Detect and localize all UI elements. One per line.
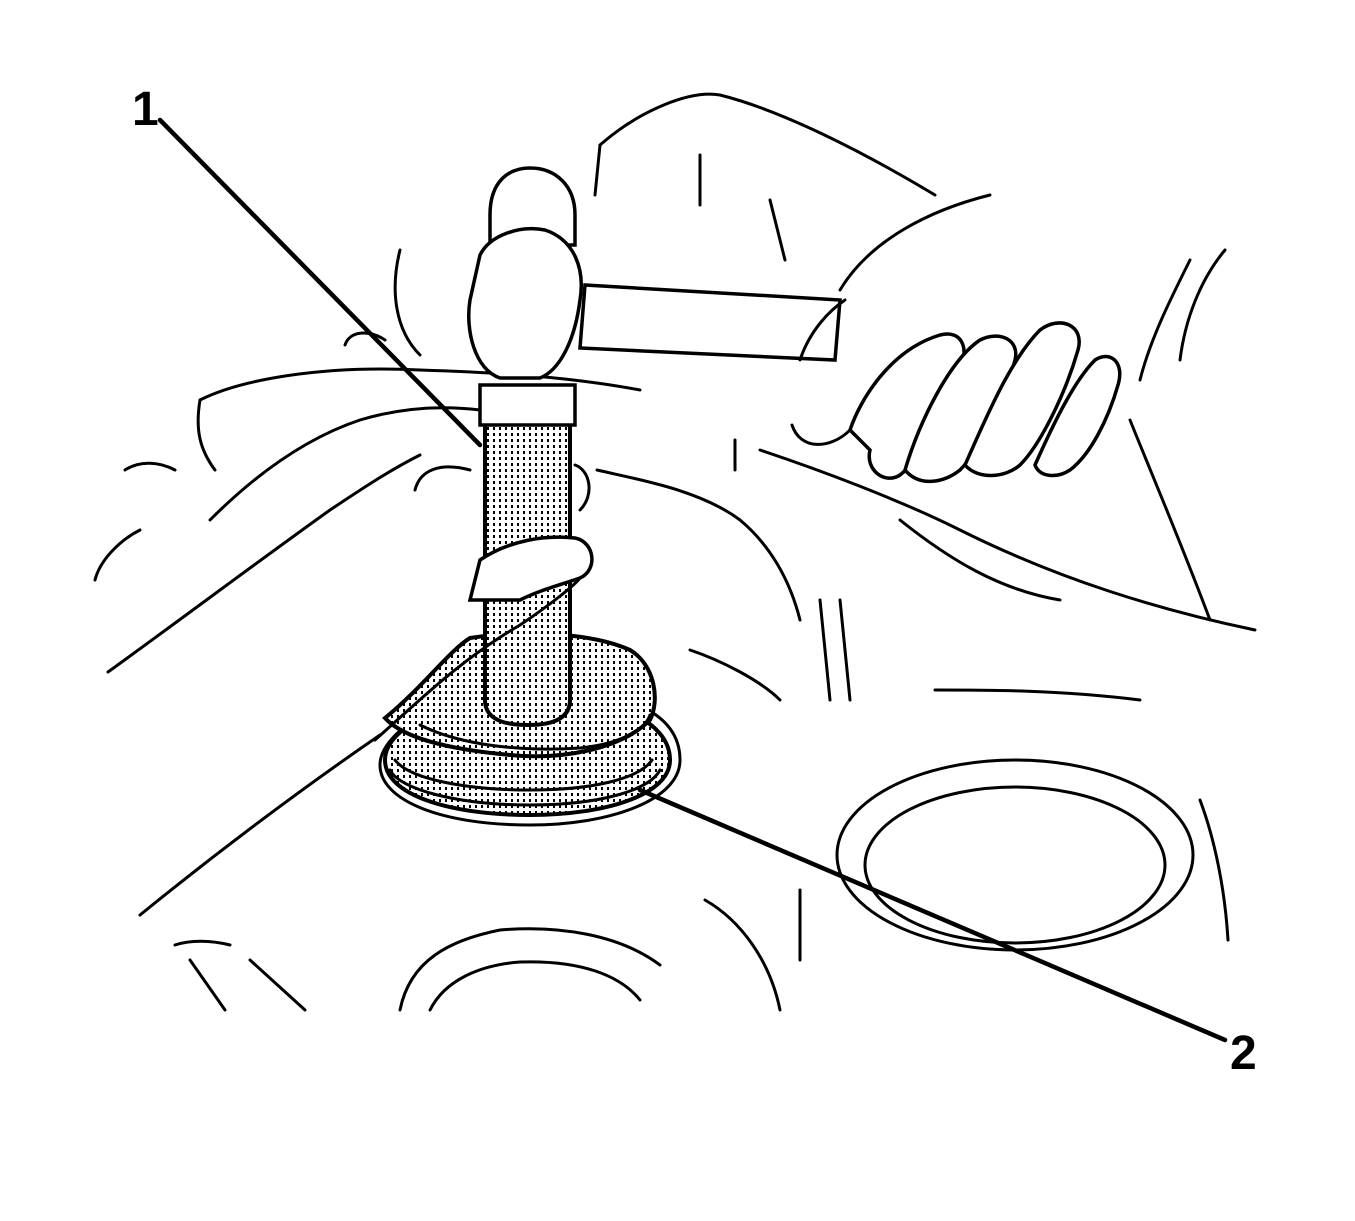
left-hand xyxy=(373,463,594,742)
housing-outline xyxy=(93,92,1257,1012)
callout-1: 1 xyxy=(132,83,159,136)
callout-2: 2 xyxy=(1230,1027,1257,1080)
leader-line-1 xyxy=(157,117,483,448)
right-hand xyxy=(790,193,1122,484)
bore-right xyxy=(835,758,1195,952)
leader-line-2 xyxy=(637,787,1228,1043)
hammer xyxy=(467,166,842,380)
